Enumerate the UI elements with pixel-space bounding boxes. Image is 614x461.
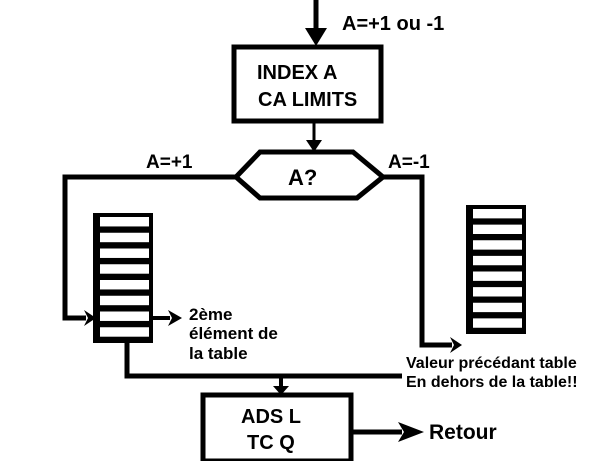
table-cell — [473, 224, 522, 234]
index-box-line2: CA LIMITS — [258, 89, 357, 111]
table-cell — [473, 240, 522, 250]
entry-arrow — [305, 0, 327, 46]
right-note-line2: En dehors de la table!! — [406, 374, 578, 391]
table-cell — [473, 302, 522, 313]
right-table — [466, 205, 526, 334]
decision-label: A? — [288, 165, 317, 190]
table-cell — [100, 232, 149, 243]
return-arrow — [353, 422, 424, 442]
table-cell — [100, 311, 149, 321]
right-note-line1: Valeur précédant table — [406, 355, 577, 372]
right-branch-label: A=-1 — [388, 152, 430, 173]
end-box-line2: TC Q — [247, 432, 295, 454]
table-cell — [473, 287, 522, 297]
merge-connector — [124, 342, 402, 395]
table-cell — [473, 255, 522, 266]
table-cell — [473, 318, 522, 328]
table-cell — [100, 295, 149, 306]
second-element-arrow — [152, 310, 182, 326]
end-box-line1: ADS L — [241, 406, 301, 428]
left-note-line1: 2ème — [189, 305, 232, 324]
table-cell — [473, 209, 522, 219]
table-cell — [100, 280, 149, 290]
index-box — [231, 44, 384, 124]
table-cell — [473, 271, 522, 281]
left-note-line2: élément de — [189, 324, 278, 343]
end-box — [200, 392, 354, 461]
left-branch-label: A=+1 — [146, 152, 193, 173]
index-to-decision-arrow — [306, 121, 322, 152]
table-frame — [93, 213, 153, 343]
return-label: Retour — [429, 421, 497, 444]
right-branch-connector — [383, 174, 462, 353]
left-branch-connector — [62, 174, 236, 326]
left-note-line3: la table — [189, 344, 248, 363]
left-table — [93, 213, 153, 343]
table-cell — [100, 264, 149, 274]
table-cell — [100, 327, 149, 337]
index-box-line1: INDEX A — [257, 62, 337, 84]
table-cell — [100, 217, 149, 227]
table-frame — [466, 205, 526, 334]
input-label: A=+1 ou -1 — [342, 13, 444, 35]
table-cell — [100, 248, 149, 258]
